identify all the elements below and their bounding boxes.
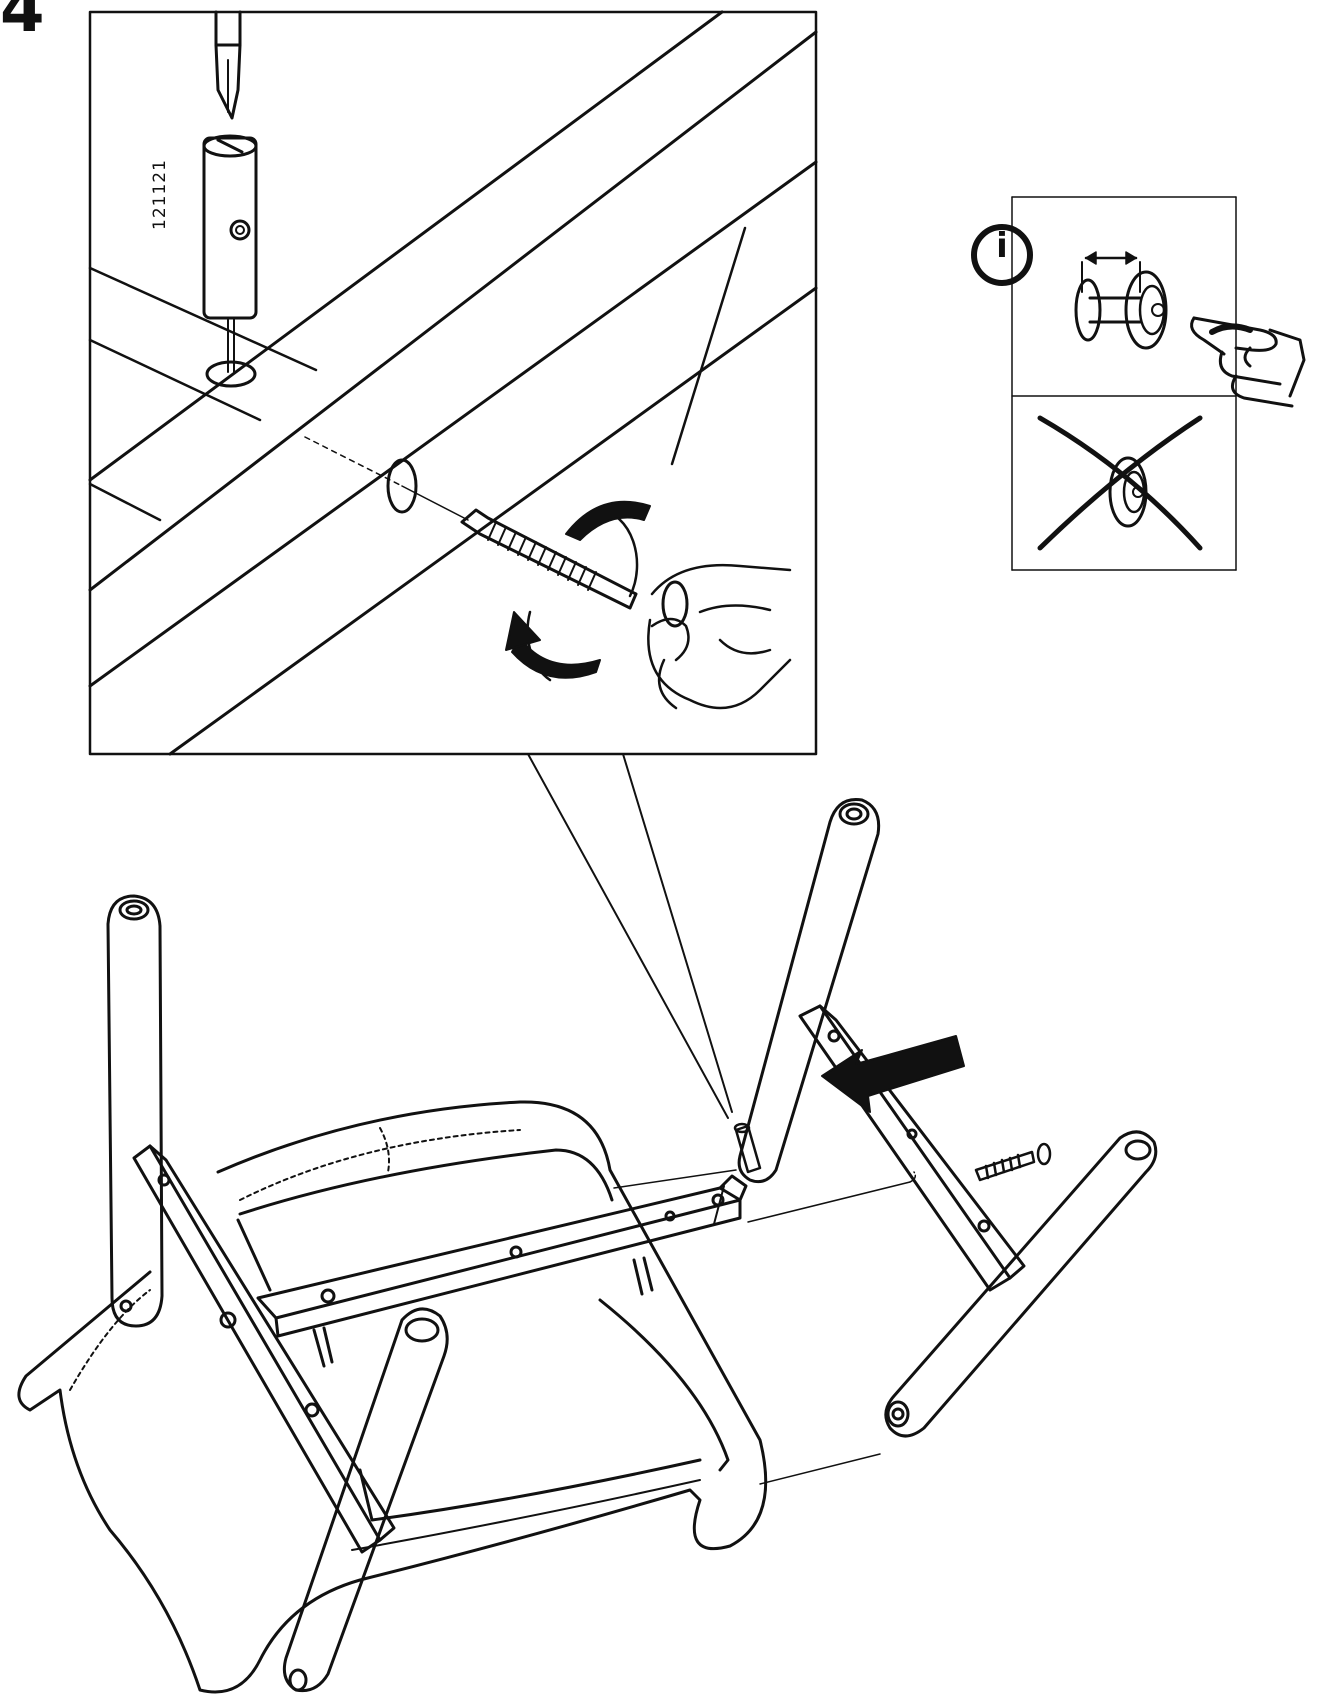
chair-leg-right-front	[884, 1130, 1158, 1438]
hand-icon	[647, 563, 792, 710]
cross-rail-front	[256, 1174, 748, 1368]
bolt-gap-correct-icon	[1074, 251, 1168, 350]
side-rail-right	[798, 1004, 1026, 1292]
info-icon	[971, 224, 1033, 286]
seat-shell	[17, 1100, 768, 1694]
rotate-arrows-icon	[505, 500, 651, 682]
info-icon-letter: i	[996, 226, 1008, 266]
assembly-guide-lines	[613, 1169, 917, 1485]
bolt-flush-wrong-icon	[1037, 415, 1203, 551]
barrel-nut-small-icon	[713, 1122, 762, 1225]
bolt-small-icon	[974, 1142, 1052, 1182]
chair-leg-left-back	[106, 894, 164, 1328]
threaded-bolt-icon	[460, 508, 689, 628]
chair-leg-left-front	[282, 1307, 449, 1693]
push-arrow-icon	[821, 1035, 965, 1113]
pointing-hand-icon	[1190, 316, 1306, 408]
frame-rail-diagonals	[88, 10, 818, 756]
detail-zoom-panel	[88, 10, 818, 1119]
barrel-nut-icon	[202, 134, 258, 388]
chair-assembly	[17, 797, 1158, 1694]
info-panel	[971, 196, 1306, 571]
screwdriver-icon	[214, 10, 242, 120]
side-rail-left	[132, 1144, 396, 1554]
step-number: 4	[0, 0, 45, 47]
bolt-hole	[304, 436, 469, 521]
part-number-label: 121121	[150, 159, 170, 230]
chair-leg-right-back	[737, 797, 881, 1184]
